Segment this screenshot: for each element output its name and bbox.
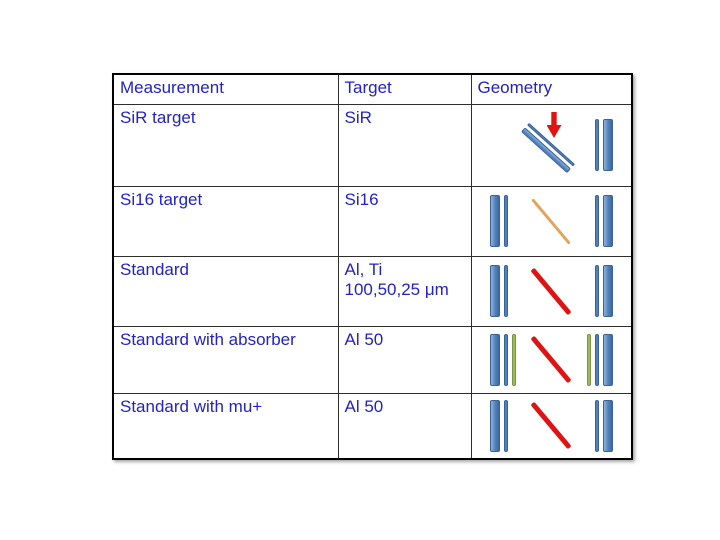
orange-beam-icon [531, 197, 572, 245]
table-row: Standard with mu+ Al 50 [112, 392, 633, 460]
blue-thin-bar-icon [503, 265, 508, 317]
target-text: SiR [344, 107, 372, 127]
blue-thin-bar-icon [595, 333, 599, 386]
red-beam-icon [530, 267, 572, 315]
target-cell: Al 50 [337, 392, 472, 460]
target-text: Al, Ti [344, 259, 383, 279]
target-cell: Si16 [337, 185, 472, 257]
tilted-strip-icon [520, 127, 571, 174]
blue-thick-bar-icon [603, 195, 613, 247]
detector-bars-left [489, 265, 508, 317]
target-text: Al 50 [344, 396, 384, 416]
table-row: Si16 target Si16 [112, 185, 633, 257]
header-target: Target [337, 73, 472, 105]
measurement-cell: Standard with absorber [112, 325, 339, 394]
blue-thick-bar-icon [489, 195, 500, 247]
geometry-diagram [478, 260, 626, 323]
detector-bars-right [595, 195, 613, 247]
detector-bars-right [595, 399, 613, 452]
detector-bars-left [489, 195, 508, 247]
table-row: Standard Al, Ti 100,50,25 μm [112, 255, 633, 327]
blue-thick-bar-icon [489, 399, 500, 452]
blue-thick-bar-icon [603, 119, 613, 171]
detector-bars-right [595, 119, 613, 171]
geometry-diagram [478, 108, 626, 183]
detector-bars-right [587, 333, 613, 386]
tilted-target-strips [520, 123, 575, 174]
header-row: Measurement Target Geometry [112, 73, 633, 105]
header-measurement: Measurement [112, 73, 339, 105]
target-text: Al 50 [344, 329, 384, 349]
blue-thin-bar-icon [503, 333, 508, 386]
geometry-cell [470, 103, 633, 187]
target-cell: SiR [337, 103, 472, 187]
target-cell: Al 50 [337, 325, 472, 394]
geometry-diagram [478, 330, 626, 390]
geometry-cell [470, 325, 633, 394]
blue-thick-bar-icon [489, 265, 500, 317]
detector-bars-right [595, 265, 613, 317]
target-text-line2: 100,50,25 μm [344, 280, 449, 300]
table-row: SiR target SiR [112, 103, 633, 187]
blue-thick-bar-icon [603, 265, 613, 317]
measurement-cell: Standard [112, 255, 339, 327]
green-thin-bar-icon [587, 333, 591, 386]
geometry-cell [470, 392, 633, 460]
table-row: Standard with absorber Al 50 [112, 325, 633, 394]
measurement-plan-table: Measurement Target Geometry SiR target S… [112, 73, 633, 460]
blue-thick-bar-icon [489, 333, 500, 386]
measurement-cell: Si16 target [112, 185, 339, 257]
measurement-cell: Standard with mu+ [112, 392, 339, 460]
geometry-diagram [478, 190, 626, 253]
tilted-target-icon [520, 112, 576, 174]
blue-thin-bar-icon [503, 399, 508, 452]
red-beam-icon [530, 401, 572, 450]
red-down-arrow-icon [546, 112, 562, 138]
target-cell: Al, Ti 100,50,25 μm [337, 255, 472, 327]
header-geometry: Geometry [470, 73, 633, 105]
blue-thin-bar-icon [595, 195, 599, 247]
geometry-cell [470, 255, 633, 327]
blue-thin-bar-icon [595, 399, 599, 452]
green-thin-bar-icon [511, 333, 516, 386]
blue-thin-bar-icon [595, 119, 599, 171]
red-beam-icon [530, 335, 572, 384]
blue-thick-bar-icon [603, 333, 613, 386]
measurement-cell: SiR target [112, 103, 339, 187]
blue-thin-bar-icon [595, 265, 599, 317]
geometry-cell [470, 185, 633, 257]
target-text: Si16 [344, 189, 379, 209]
blue-thick-bar-icon [603, 399, 613, 452]
detector-bars-left [489, 399, 508, 452]
geometry-diagram [478, 397, 626, 456]
blue-thin-bar-icon [503, 195, 508, 247]
detector-bars-left [489, 333, 516, 386]
